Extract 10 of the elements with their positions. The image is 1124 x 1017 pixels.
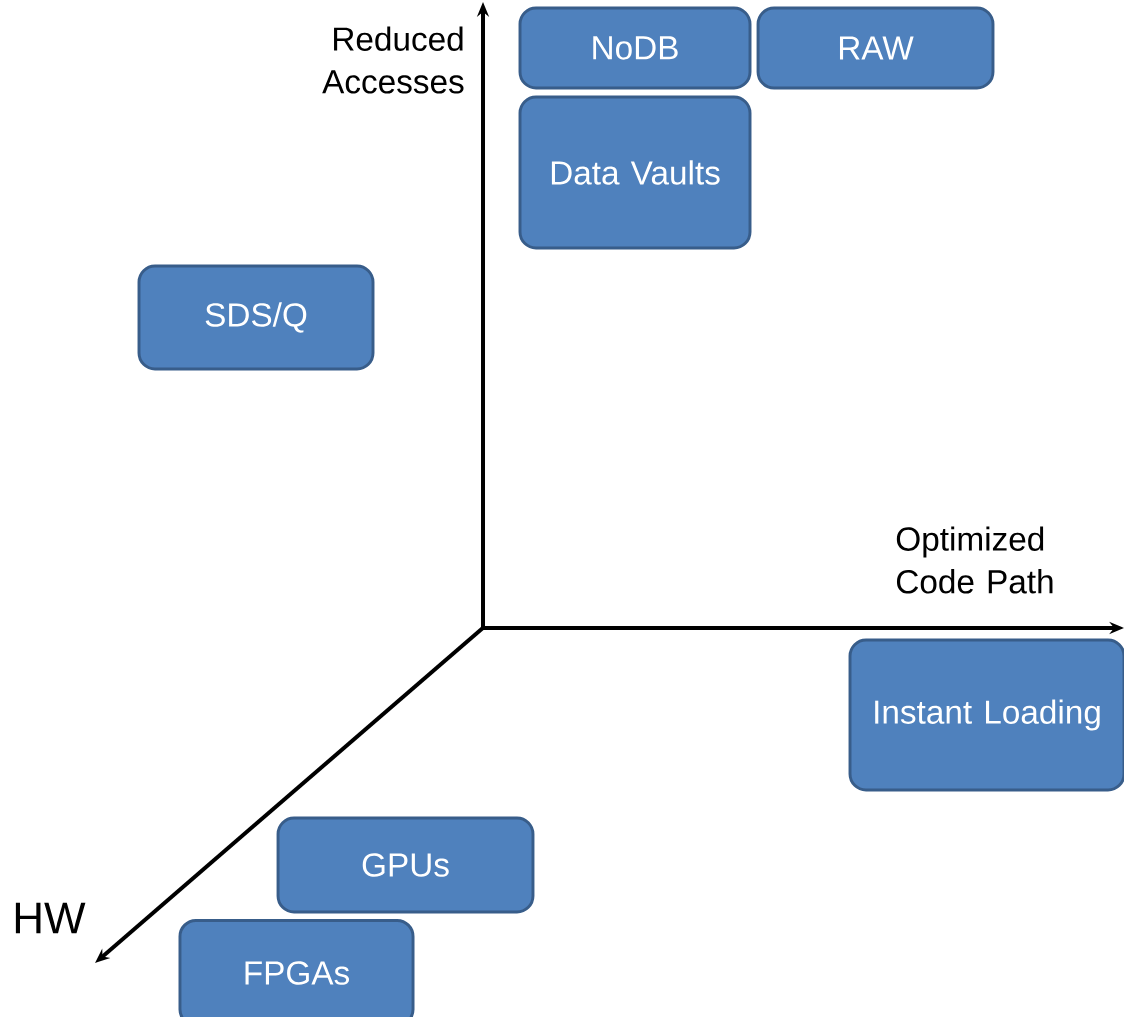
- rounded-box: GPUs: [276, 816, 535, 914]
- axis-label: Reduced Accesses: [322, 26, 464, 94]
- rounded-box: FPGAs: [178, 919, 415, 1017]
- rounded-box: NoDB: [518, 6, 752, 90]
- axis-label: HW: [15, 902, 86, 934]
- rounded-box: SDS/Q: [137, 264, 375, 371]
- rounded-box: Data Vaults: [518, 95, 752, 250]
- rounded-box: RAW: [756, 6, 995, 90]
- axis-label: Optimized Code Path: [896, 526, 1053, 594]
- rounded-box: Instant Loading: [848, 638, 1124, 792]
